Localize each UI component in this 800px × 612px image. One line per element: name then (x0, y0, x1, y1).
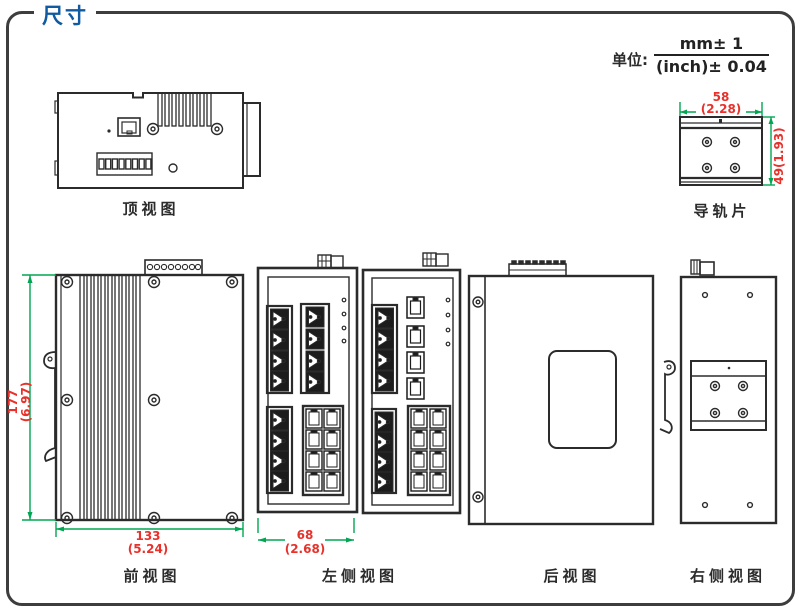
rear-view-drawing (467, 260, 676, 526)
rail-clip-mounted (690, 360, 767, 431)
left-panel-2 (361, 252, 462, 515)
top-connector (435, 253, 449, 267)
terminal-block (508, 260, 567, 277)
port-column (370, 407, 398, 495)
rail-width-dim-inch: (2.28) (696, 103, 746, 116)
rear-view-label: 后视图 (543, 567, 601, 585)
rail-height-dim: 49(1.93) (772, 127, 786, 185)
front-view-label: 前视图 (123, 567, 181, 585)
screw-hole (701, 136, 741, 174)
right-side-view-label: 右侧视图 (689, 567, 766, 585)
unit-mm-tolerance: mm± 1 (654, 34, 769, 56)
top-view-edge-notch (54, 100, 59, 114)
right-body (679, 275, 778, 525)
port-block-8 (406, 404, 452, 497)
left-side-view-label: 左侧视图 (321, 567, 398, 585)
din-rail-clip (659, 360, 676, 435)
port-column (370, 303, 399, 395)
ground-hole (168, 163, 178, 173)
rail-clip-label: 导轨片 (693, 202, 751, 220)
sfp-ports (406, 296, 425, 400)
led-indicators (445, 297, 451, 347)
left-depth-dim-inch: (2.68) (284, 542, 326, 556)
front-height-dim: 177 (6.97) (6, 372, 35, 432)
mount-hole (701, 291, 754, 509)
top-view-edge-notch (54, 160, 59, 176)
unit-inch-tolerance: (inch)± 0.04 (656, 57, 767, 76)
rail-plate (679, 116, 763, 186)
heatsink-fins (79, 274, 141, 521)
rear-body (467, 274, 655, 526)
terminal-block (144, 259, 203, 276)
front-height-dim-inch: (6.97) (19, 381, 33, 423)
port-column (299, 302, 331, 395)
screw-hole (709, 380, 749, 419)
unit-tolerance-fraction: mm± 1 (inch)± 0.04 (654, 34, 769, 76)
top-view-drawing (54, 92, 261, 189)
dimension-lines (679, 102, 775, 186)
terminal-block (96, 152, 153, 176)
screw-hole (472, 296, 484, 503)
din-rail-clip (43, 351, 57, 463)
sheet-border (6, 11, 795, 606)
front-width-dim-inch: (5.24) (127, 542, 169, 556)
port-column (265, 405, 294, 495)
left-depth-dim-mm: 68 (285, 529, 325, 542)
unit-label: 单位: (612, 50, 648, 69)
heatsink-fins (157, 92, 212, 127)
reset-hole (107, 129, 111, 133)
screw-hole (60, 275, 239, 525)
dimension-lines (22, 274, 244, 537)
plate-notch (719, 119, 722, 123)
unit-note: 单位: mm± 1 (inch)± 0.04 (612, 34, 769, 76)
left-side-view-drawing (256, 252, 462, 543)
top-view-label: 顶视图 (122, 200, 180, 218)
left-panel-1 (256, 254, 359, 514)
console-port (117, 117, 141, 137)
screw-hole (146, 122, 224, 136)
led-indicators (341, 297, 347, 344)
top-view-body (57, 92, 244, 189)
front-view-drawing (22, 259, 245, 537)
rail-width-dim-mm: 58 (712, 90, 730, 104)
front-width-dim-mm: 133 (120, 530, 176, 543)
top-connector (690, 259, 701, 275)
right-side-view-drawing (679, 259, 778, 525)
rail-mount-plate (548, 350, 617, 449)
top-connector (330, 255, 344, 269)
sheet-title: 尺寸 (34, 0, 96, 30)
rail-clip-drawing (679, 102, 775, 186)
top-view-side-protrusion (242, 102, 261, 177)
top-connector (699, 261, 715, 276)
port-block-8 (301, 404, 345, 497)
port-column (265, 304, 294, 395)
